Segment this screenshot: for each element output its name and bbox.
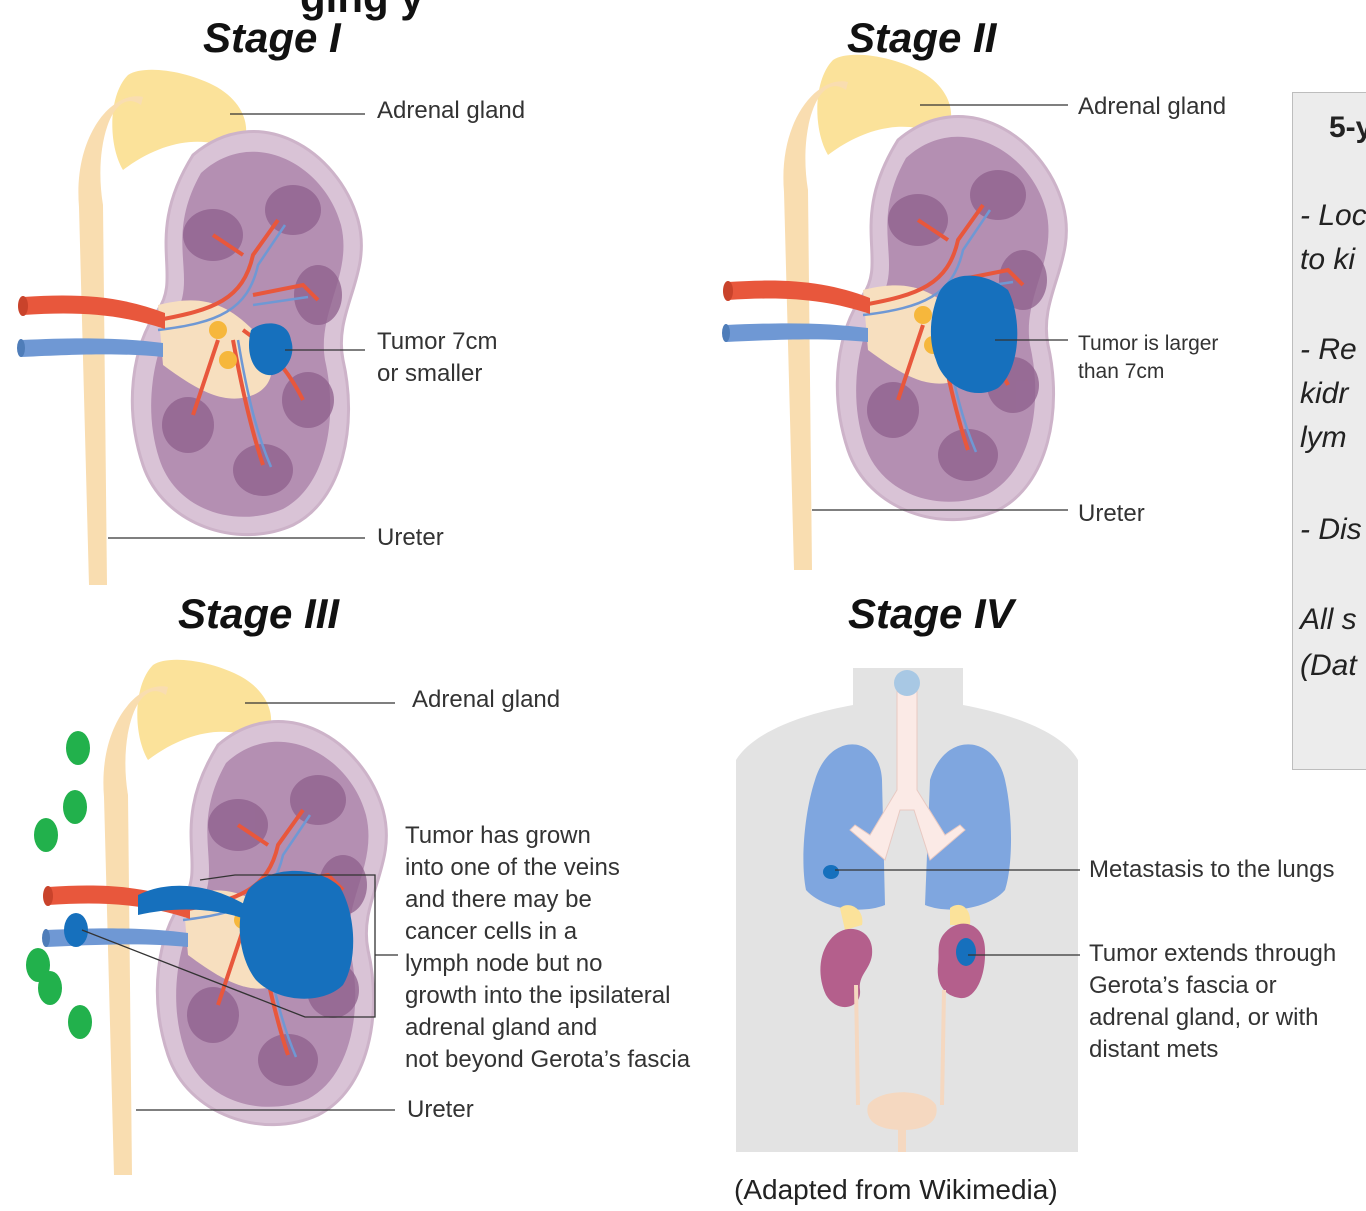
survival-line: - Dis xyxy=(1300,511,1362,549)
stage-4-lungs-label: Metastasis to the lungs xyxy=(1089,854,1334,886)
stage-1-ureter-label: Ureter xyxy=(377,522,444,554)
stage-1-kidney xyxy=(17,70,361,585)
affected-lymph-node xyxy=(64,913,88,947)
survival-line: lym xyxy=(1300,419,1347,457)
survival-rates-box: 5-y - Loc to ki - Re kidr lym - Dis All … xyxy=(1292,92,1366,770)
stage-4-body xyxy=(736,668,1078,1152)
survival-line: (Dat xyxy=(1300,647,1357,685)
survival-line: - Re xyxy=(1300,331,1357,369)
stage-2-ureter-label: Ureter xyxy=(1078,498,1145,530)
survival-line: to ki xyxy=(1300,241,1355,279)
stage-2-kidney xyxy=(722,55,1066,570)
source-caption: (Adapted from Wikimedia) xyxy=(734,1174,1058,1206)
lung-metastasis-shape xyxy=(823,865,839,879)
lymph-nodes xyxy=(26,731,92,1039)
stage-3-adrenal-label: Adrenal gland xyxy=(412,684,560,716)
survival-line: kidr xyxy=(1300,375,1348,413)
survival-line: All s xyxy=(1300,601,1357,639)
stage-3-ureter-label: Ureter xyxy=(407,1094,474,1126)
tumor-shape xyxy=(240,871,353,999)
stage-1-adrenal-label: Adrenal gland xyxy=(377,95,525,127)
survival-line: - Loc xyxy=(1300,197,1366,235)
survival-heading: 5-y xyxy=(1329,109,1366,147)
stage-2-adrenal-label: Adrenal gland xyxy=(1078,91,1226,123)
kidney-tumor-shape xyxy=(956,938,976,966)
stage-3-kidney xyxy=(42,660,386,1175)
